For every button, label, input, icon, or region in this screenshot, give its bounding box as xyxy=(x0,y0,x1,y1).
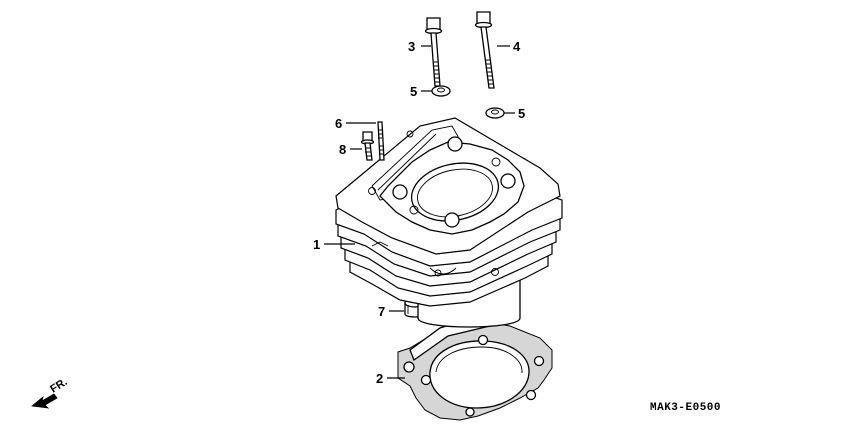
callout-6: 6 xyxy=(335,116,342,131)
flange-bolt xyxy=(360,131,375,161)
front-label: FR. xyxy=(48,376,69,396)
head-bolt-4 xyxy=(474,11,495,89)
callout-5-left: 5 xyxy=(410,84,417,99)
stud-bolt xyxy=(377,121,385,161)
callout-1: 1 xyxy=(313,237,320,252)
callout-3: 3 xyxy=(408,39,415,54)
front-arrow-icon xyxy=(31,393,58,409)
leader-lines xyxy=(324,45,515,379)
diagram-code: MAK3-E0500 xyxy=(650,402,721,414)
base-gasket xyxy=(397,317,553,421)
callout-7: 7 xyxy=(378,304,385,319)
callout-4: 4 xyxy=(513,39,521,54)
washer-right xyxy=(485,107,505,119)
washer-left xyxy=(431,85,451,97)
front-direction-marker: FR. xyxy=(31,376,70,409)
head-bolt-3 xyxy=(424,17,443,87)
callout-8: 8 xyxy=(339,142,346,157)
callout-5-right: 5 xyxy=(518,106,525,121)
cylinder xyxy=(335,117,563,328)
callout-2: 2 xyxy=(376,371,383,386)
